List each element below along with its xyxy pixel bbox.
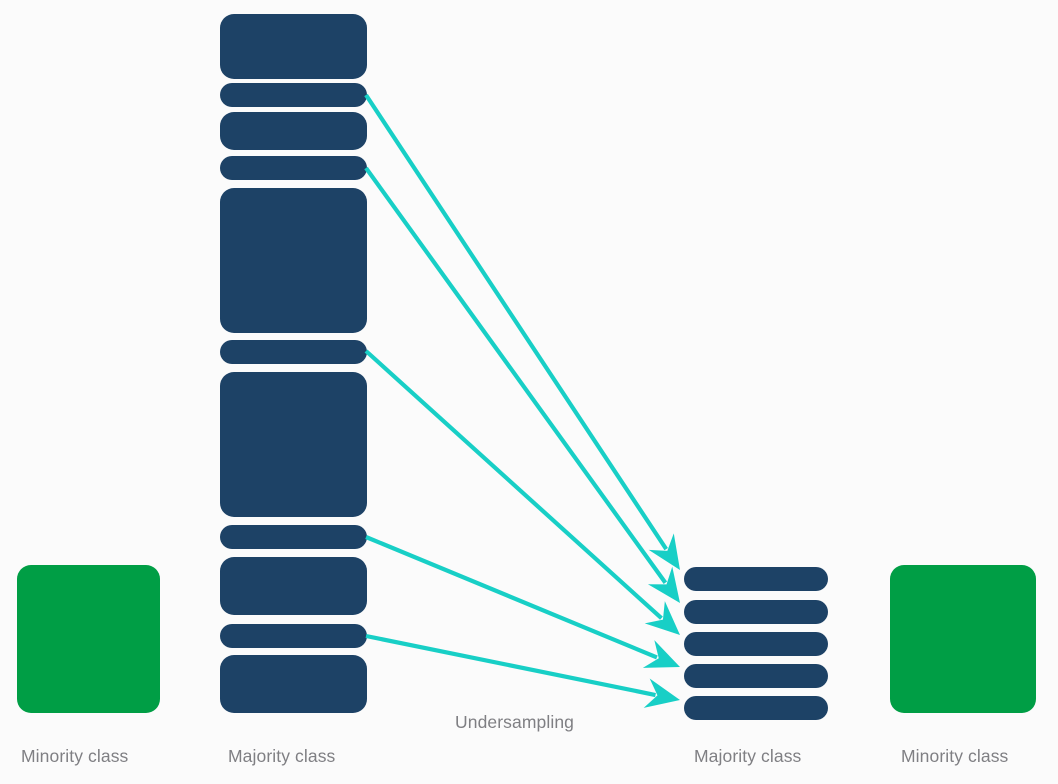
majority-block-left-9 — [220, 557, 367, 615]
arrow-head-4 — [642, 640, 680, 668]
majority-block-right-3 — [684, 632, 828, 656]
majority-block-right-5 — [684, 696, 828, 720]
majority-block-right-2 — [684, 600, 828, 624]
arrow-head-3 — [644, 601, 680, 635]
majority-block-right-1 — [684, 567, 828, 591]
arrow-shaft-1 — [364, 93, 668, 551]
undersampling-arrow-4 — [365, 535, 680, 668]
majority-block-left-8 — [220, 525, 367, 549]
arrow-head-5 — [643, 678, 680, 708]
majority-block-left-5 — [220, 188, 367, 333]
majority-block-left-3 — [220, 112, 367, 150]
undersampling-arrow-2 — [364, 166, 680, 603]
majority-block-left-11 — [220, 655, 367, 713]
undersampling-arrow-5 — [365, 633, 680, 708]
arrow-shaft-2 — [364, 166, 668, 584]
left-minority-class-block — [17, 565, 160, 713]
arrow-head-1 — [648, 533, 680, 570]
caption-right-minority-class: Minority class — [901, 746, 1009, 766]
caption-undersampling: Undersampling — [455, 712, 574, 732]
undersampling-arrow-3 — [364, 349, 680, 635]
undersampling-arrow-1 — [364, 93, 680, 570]
caption-left-minority-class: Minority class — [21, 746, 129, 766]
arrow-shaft-5 — [365, 633, 656, 698]
majority-block-left-7 — [220, 372, 367, 517]
arrow-shaft-3 — [364, 349, 663, 620]
majority-block-left-10 — [220, 624, 367, 648]
majority-block-right-4 — [684, 664, 828, 688]
arrow-shaft-4 — [365, 535, 658, 660]
majority-block-left-1 — [220, 14, 367, 79]
caption-right-majority-class: Majority class — [694, 746, 802, 766]
majority-block-left-4 — [220, 156, 367, 180]
right-minority-class-block — [890, 565, 1036, 713]
caption-left-majority-class: Majority class — [228, 746, 336, 766]
majority-block-left-6 — [220, 340, 367, 364]
majority-block-left-2 — [220, 83, 367, 107]
arrow-head-2 — [647, 566, 680, 603]
